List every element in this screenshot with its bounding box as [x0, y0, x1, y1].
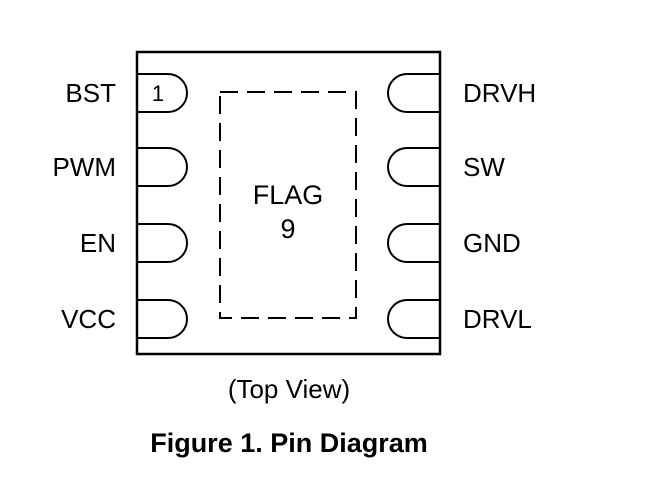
left-pin-label: VCC — [61, 304, 116, 334]
right-pin-label: GND — [463, 228, 521, 258]
exposed-pad — [219, 91, 357, 319]
pad-label-name: FLAG — [253, 180, 324, 210]
view-label: (Top View) — [228, 374, 350, 404]
left-pin-label: EN — [80, 228, 116, 258]
pin-pad-left-1 — [137, 73, 188, 113]
right-pin-label: DRVH — [463, 78, 536, 108]
pin-pad-right-3 — [387, 223, 440, 263]
pin1-marker: 1 — [152, 81, 164, 106]
left-pin-label: BST — [65, 78, 116, 108]
pin-pad-left-3 — [137, 223, 188, 263]
pin-pad-left-4 — [137, 299, 188, 339]
left-pin-label: PWM — [52, 152, 116, 182]
pin-pad-left-2 — [137, 147, 188, 187]
figure-caption: Figure 1. Pin Diagram — [150, 428, 428, 458]
right-pin-label: SW — [463, 152, 505, 182]
pin-pad-right-1 — [387, 73, 440, 113]
pin-pad-right-4 — [387, 299, 440, 339]
right-pin-label: DRVL — [463, 304, 532, 334]
package-body — [135, 50, 442, 356]
pad-label-number: 9 — [280, 214, 295, 244]
pin-pad-right-2 — [387, 147, 440, 187]
